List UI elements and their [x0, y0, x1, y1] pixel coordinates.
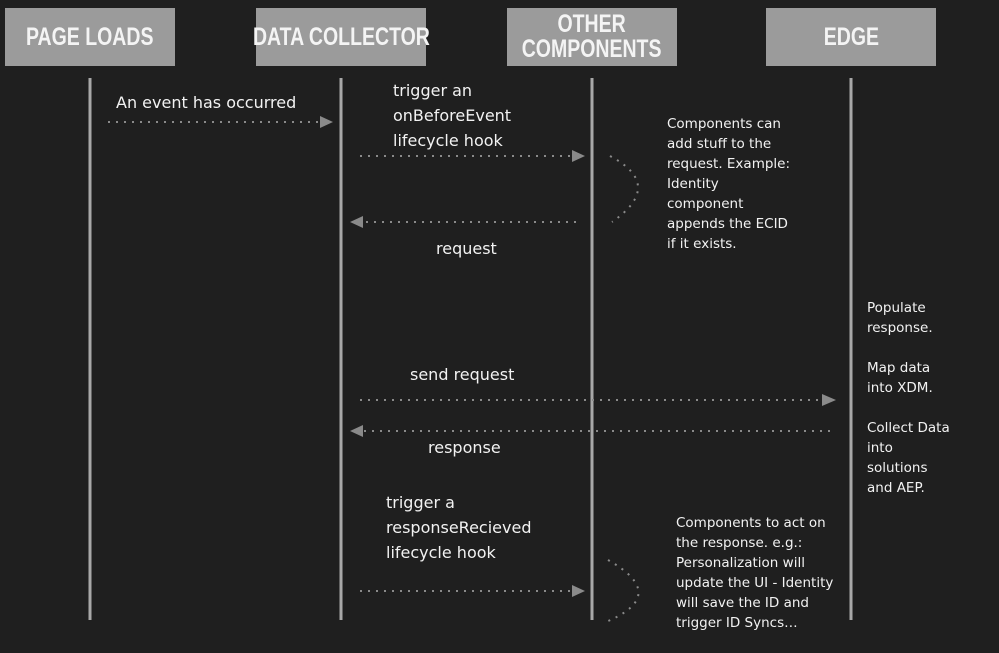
- arrowhead-right: [320, 116, 333, 128]
- message-event: An event has occurred: [116, 93, 297, 112]
- message-response-received: trigger a responseRecieved lifecycle hoo…: [386, 493, 532, 562]
- lane-title: PAGE LOADS: [26, 22, 154, 51]
- lane-header-edge: EDGE: [766, 8, 936, 66]
- message-request: request: [436, 239, 497, 258]
- lane-title: DATA COLLECTOR: [252, 22, 430, 51]
- note-edge: Populate response. Map data into XDM. Co…: [867, 300, 950, 496]
- arrowhead-left: [350, 216, 363, 228]
- message-response: response: [428, 438, 501, 457]
- note-components-act: Components to act on the response. e.g.:…: [676, 515, 834, 631]
- arrowhead-right: [572, 150, 585, 162]
- loop-curve-1: [609, 155, 639, 223]
- message-send-request: send request: [410, 365, 515, 384]
- arrowhead-right: [822, 394, 836, 406]
- lane-header-data-collector: DATA COLLECTOR: [253, 8, 429, 66]
- lane-title: EDGE: [823, 22, 879, 51]
- note-components-add: Components can add stuff to the request.…: [667, 116, 791, 252]
- arrowhead-left: [350, 425, 363, 437]
- loop-curve-2: [605, 559, 640, 623]
- arrowhead-right: [572, 585, 585, 597]
- message-on-before-event: trigger an onBeforeEvent lifecycle hook: [393, 81, 512, 150]
- lane-header-other-components: OTHER COMPONENTS: [507, 8, 677, 66]
- lane-title: OTHER COMPONENTS: [522, 10, 662, 63]
- lane-header-page-loads: PAGE LOADS: [5, 8, 175, 66]
